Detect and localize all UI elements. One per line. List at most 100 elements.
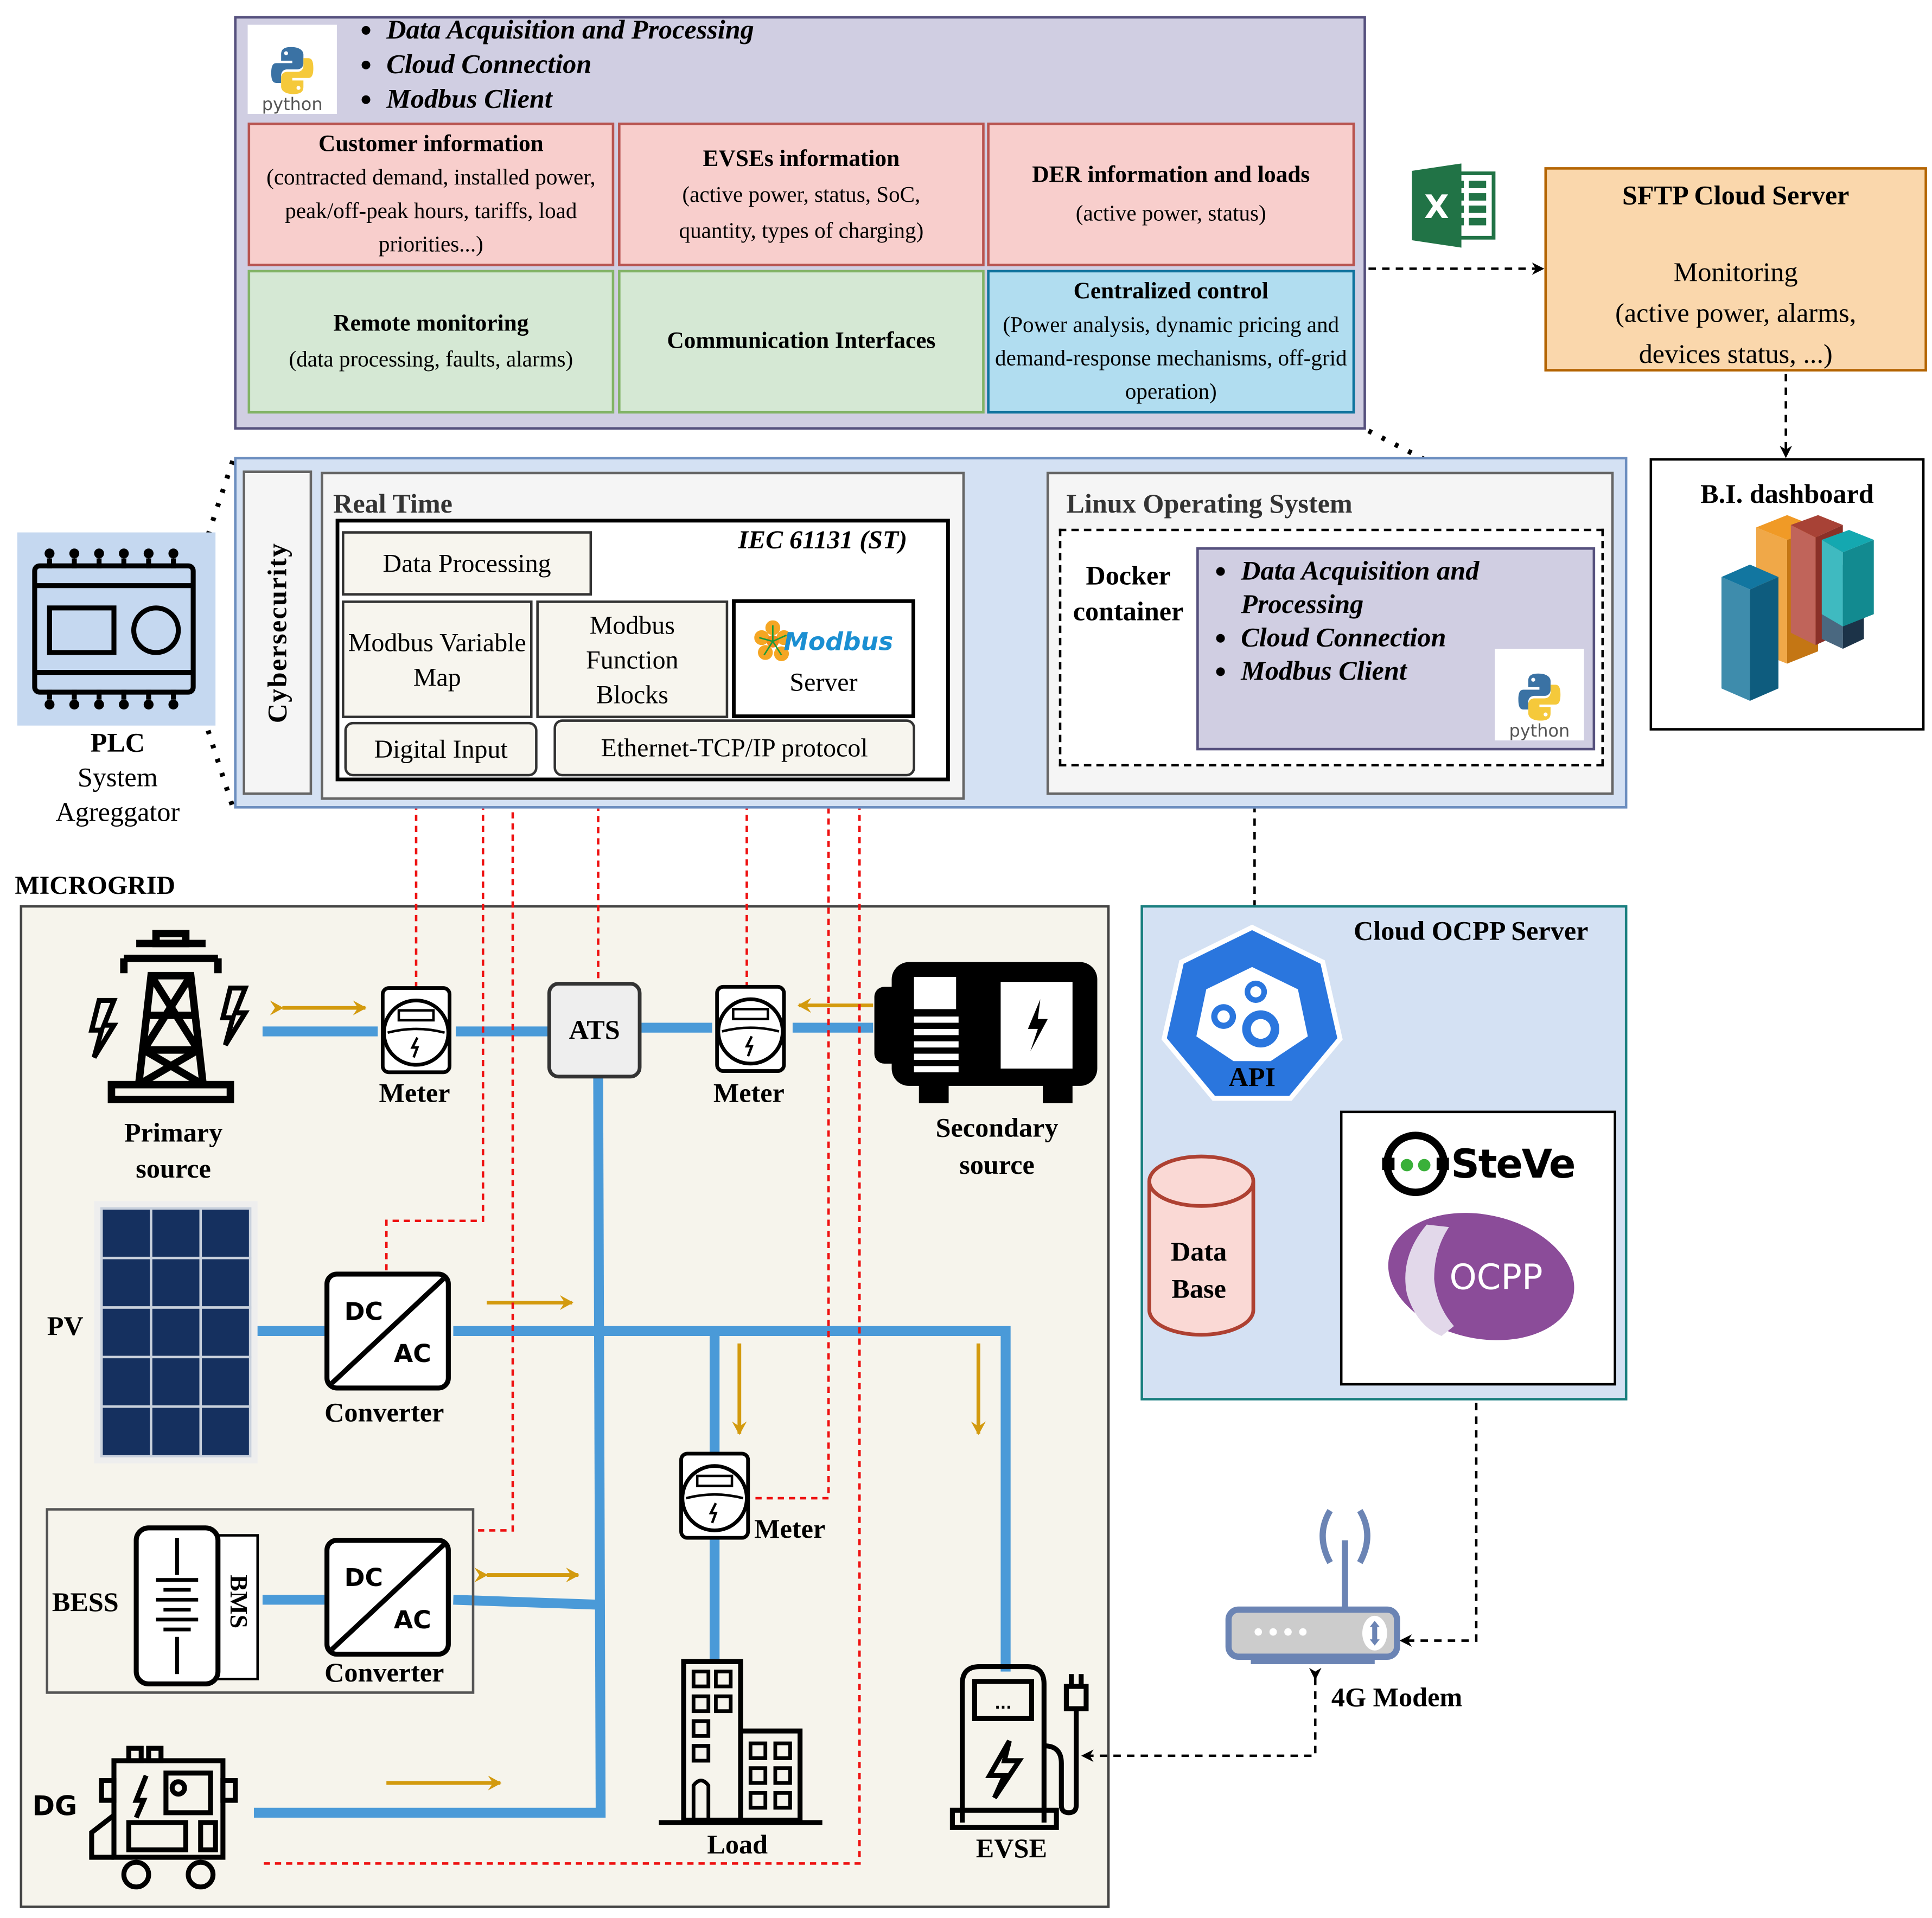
converter-label: Converter (324, 1396, 444, 1428)
modbus-fb-label: Function (586, 644, 679, 674)
digital-input-block: Digital Input (344, 721, 538, 777)
dc-label: DC (344, 1296, 383, 1326)
sftp-line: devices status, ...) (1638, 338, 1833, 369)
ats-label: ATS (569, 1014, 620, 1045)
cell-title: EVSEs information (703, 145, 900, 172)
data-processing-block: Data Processing (342, 531, 592, 596)
4g-modem-icon (1225, 1508, 1400, 1664)
cell-title: Customer information (318, 131, 544, 157)
docker-label-line: container (1073, 595, 1184, 627)
cell-description: (Power analysis, dynamic pricing and dem… (995, 312, 1347, 404)
ethernet-block: Ethernet-TCP/IP protocol (553, 719, 915, 777)
steve-ocpp-box: SteVe OCPP (1340, 1110, 1616, 1386)
plc-zoom-line-top (206, 459, 235, 536)
top-feature-item: Modbus Client (386, 82, 754, 117)
cell-title: Communication Interfaces (667, 328, 936, 354)
ethernet-label: Ethernet-TCP/IP protocol (601, 732, 868, 763)
energy-meter-icon (679, 1452, 750, 1540)
python-logo: python (1495, 649, 1584, 742)
api-icon: API (1161, 924, 1343, 1101)
modbus-logo: Modbus (754, 619, 894, 662)
digital-input-label: Digital Input (374, 733, 508, 764)
plc-label: PLC System Agreggator (25, 726, 211, 830)
top-feature-item: Data Acquisition and Processing (386, 12, 754, 47)
meter-label: Meter (713, 1077, 785, 1109)
solar-panel-icon (94, 1201, 258, 1464)
cybersecurity-block: Cybersecurity (243, 470, 313, 795)
power-bus (253, 1022, 1011, 1818)
plc-device-icon (32, 548, 196, 709)
cell-centralized-control: Centralized control (Power analysis, dyn… (987, 270, 1355, 414)
bar-chart-3d-icon (1721, 515, 1874, 701)
steve-logo: SteVe (1381, 1130, 1576, 1197)
modbus-variable-map-block: Modbus Variable Map (342, 600, 533, 718)
docker-feature-item: Modbus Client (1241, 654, 1548, 687)
converter-label: Converter (324, 1657, 444, 1688)
generator-icon (874, 962, 1098, 1103)
ev-charger-icon: ... (949, 1664, 1089, 1830)
load-label: Load (707, 1829, 768, 1860)
cell-description: (active power, status, SoC, quantity, ty… (679, 181, 924, 242)
meter-label: Meter (379, 1077, 450, 1109)
power-flow-arrows (270, 998, 986, 1791)
data-processing-label: Data Processing (382, 548, 551, 578)
modbus-network-icon (754, 619, 792, 661)
python-logo-text: python (262, 95, 323, 116)
sftp-cloud-server: SFTP Cloud Server Monitoring (active pow… (1544, 167, 1927, 372)
bess-label: BESS (52, 1586, 119, 1617)
bms-label: BMS (224, 1575, 252, 1629)
secondary-source-label: Secondary source (910, 1109, 1084, 1184)
ocpp-logo-text: OCPP (1449, 1257, 1542, 1297)
sftp-title: SFTP Cloud Server (1622, 179, 1850, 211)
battery-icon (133, 1525, 259, 1687)
database-label: Data Base (1147, 1233, 1251, 1308)
database-label-line: Data (1171, 1236, 1227, 1267)
python-logo-text: python (1509, 721, 1570, 742)
steve-logo-text: SteVe (1451, 1140, 1576, 1188)
bi-dashboard: B.I. dashboard (1649, 458, 1925, 731)
real-time-label: Real Time (333, 488, 453, 519)
top-feature-list: Data Acquisition and Processing Cloud Co… (359, 12, 754, 117)
primary-source-label-line: source (136, 1153, 211, 1184)
modbus-fb-label: Blocks (596, 679, 668, 709)
bess-dc-ac-converter: DC AC (324, 1538, 451, 1657)
primary-source-label: Primary source (99, 1114, 248, 1186)
converter-diagonal-icon (329, 1543, 446, 1652)
cell-der-information: DER information and loads (active power,… (987, 122, 1355, 266)
transmission-tower-icon (88, 930, 250, 1103)
cell-description: (contracted demand, installed power, pea… (266, 164, 596, 257)
microgrid-title: MICROGRID (15, 870, 176, 900)
bar-3d (1821, 529, 1874, 627)
modem-label: 4G Modem (1331, 1681, 1463, 1712)
cell-title: DER information and loads (1032, 162, 1310, 188)
plc-zoom-line-bottom (206, 730, 235, 808)
energy-meter-icon (380, 986, 452, 1075)
meter-label: Meter (754, 1513, 826, 1544)
converter-diagonal-icon (329, 1276, 446, 1386)
cybersecurity-label: Cybersecurity (261, 542, 292, 724)
energy-meter-icon (715, 984, 786, 1073)
ocpp-logo: OCPP (1387, 1213, 1574, 1340)
cell-customer-information: Customer information (contracted demand,… (247, 122, 615, 266)
ats-block: ATS (547, 982, 642, 1079)
pv-dc-ac-converter: DC AC (324, 1271, 451, 1391)
cell-description: (data processing, faults, alarms) (289, 347, 573, 372)
linux-label: Linux Operating System (1066, 488, 1353, 519)
cell-title: Centralized control (1073, 278, 1268, 305)
building-load-icon (659, 1659, 822, 1825)
diesel-generator-icon (89, 1746, 238, 1890)
modbus-server-block: Modbus Server (732, 599, 915, 718)
database-label-line: Base (1171, 1273, 1226, 1304)
docker-label-line: Docker (1086, 559, 1171, 591)
evse-label: EVSE (975, 1832, 1047, 1864)
python-snake-icon (271, 47, 314, 94)
signal-lines (264, 796, 866, 1865)
primary-source-label-line: Primary (124, 1116, 223, 1148)
plc-label-line: System (77, 761, 158, 792)
modbus-logo-text: Modbus (783, 625, 894, 656)
pv-label: PV (47, 1310, 84, 1341)
python-logo: python (247, 24, 337, 116)
cell-evses-information: EVSEs information (active power, status,… (618, 122, 985, 266)
docker-label: Docker container (1063, 557, 1194, 629)
